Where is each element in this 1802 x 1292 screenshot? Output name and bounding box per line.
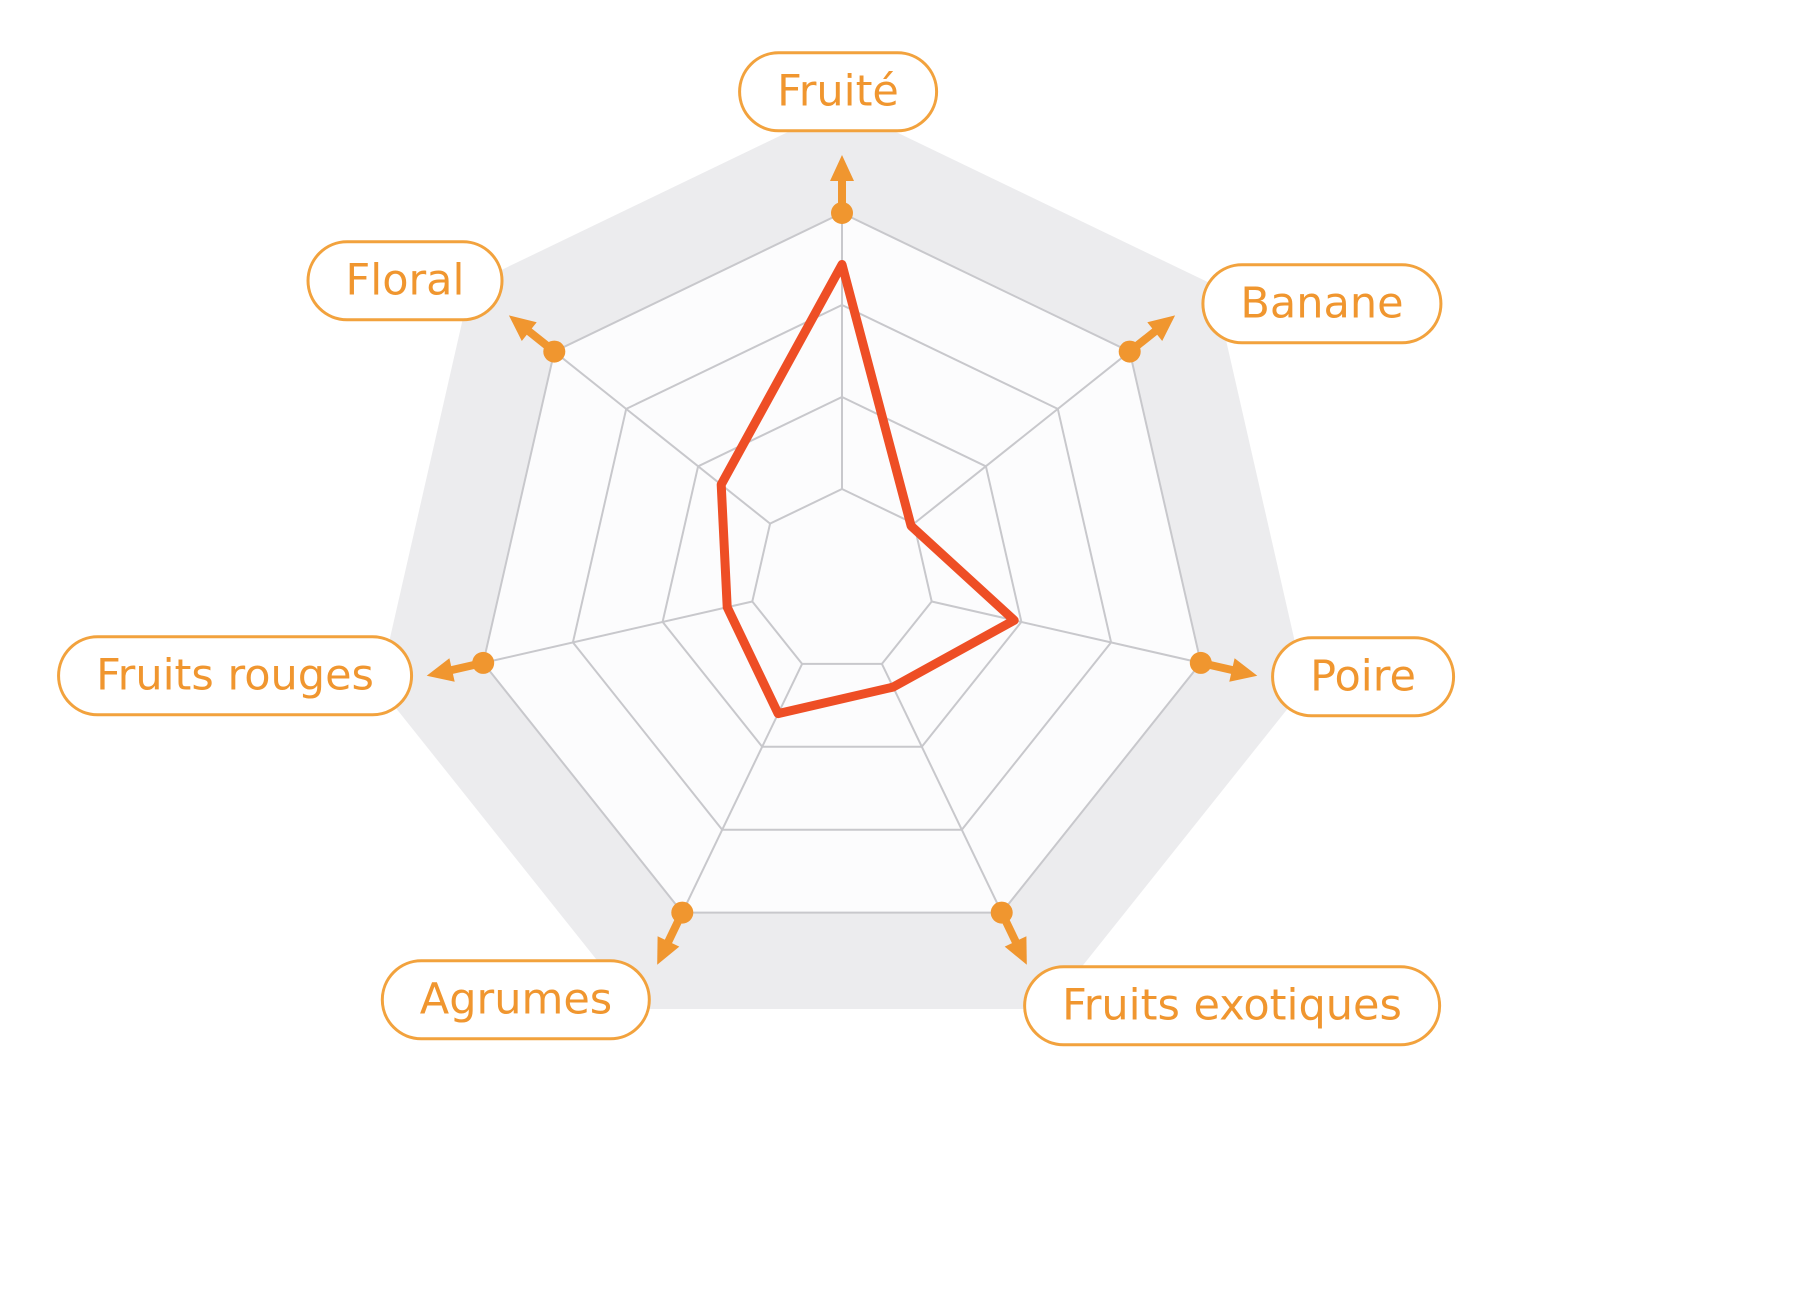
axis-arrow-head-icon bbox=[426, 658, 455, 682]
axis-dot-icon bbox=[1189, 651, 1212, 674]
axis-arrow-head-icon bbox=[657, 936, 680, 965]
axis-spokes bbox=[483, 213, 1201, 913]
axis-marker-fruits-rouges bbox=[426, 651, 495, 682]
axis-marker-floral bbox=[508, 315, 566, 363]
axis-label-fruits-exotiques: Fruits exotiques bbox=[1023, 965, 1441, 1047]
axis-dot-icon bbox=[831, 202, 853, 224]
grid-ring bbox=[571, 303, 1113, 831]
axis-arrow-head-icon bbox=[830, 155, 854, 181]
axis-label-floral: Floral bbox=[306, 240, 504, 322]
axis-label-agrumes: Agrumes bbox=[380, 959, 652, 1041]
grid-ring-outer bbox=[482, 211, 1202, 914]
axis-label-fruits-rouges: Fruits rouges bbox=[57, 635, 413, 717]
axis-dot-icon bbox=[1118, 340, 1141, 363]
axis-arrow-head-icon bbox=[1229, 658, 1258, 682]
grid-ring bbox=[661, 395, 1023, 748]
axis-dot-icon bbox=[543, 340, 566, 363]
axis-dot-icon bbox=[472, 651, 495, 674]
axis-marker-fruite bbox=[830, 155, 854, 224]
axis-arrow-head-icon bbox=[1147, 315, 1176, 341]
axis-label-fruite: Fruité bbox=[738, 51, 938, 133]
axis-dot-icon bbox=[671, 901, 694, 924]
axis-label-poire: Poire bbox=[1271, 636, 1455, 718]
axis-marker-banane bbox=[1118, 315, 1176, 363]
axis-marker-agrumes bbox=[657, 901, 694, 965]
axis-marker-fruits-exotiques bbox=[990, 901, 1027, 965]
axis-arrow-head-icon bbox=[1004, 936, 1027, 965]
axis-dot-icon bbox=[990, 901, 1013, 924]
axis-arrow-head-icon bbox=[508, 315, 537, 341]
axis-marker-poire bbox=[1189, 651, 1258, 682]
axis-label-banane: Banane bbox=[1201, 263, 1443, 345]
data-polygon bbox=[716, 260, 1019, 719]
